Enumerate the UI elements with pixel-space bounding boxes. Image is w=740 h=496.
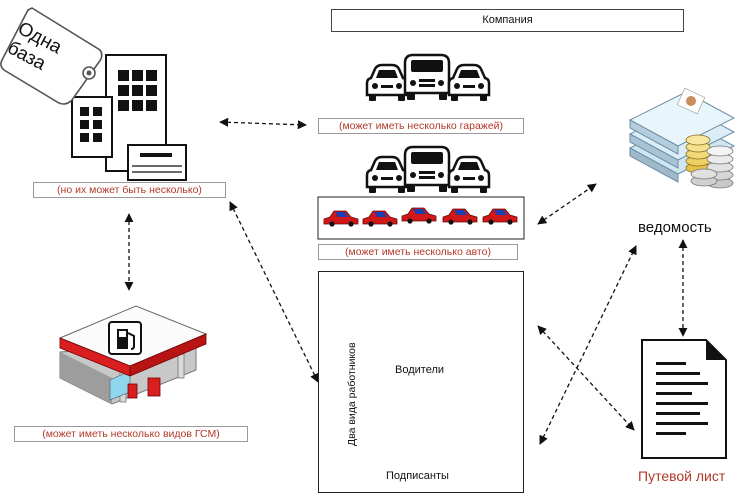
link-cars-statement: [537, 183, 597, 225]
fuel-note: (может иметь несколько видов ГСМ): [14, 426, 248, 442]
company-box: Компания: [331, 9, 684, 32]
staff-box: [318, 271, 524, 493]
statement-illustration: [628, 87, 736, 189]
cars-note: (может иметь несколько авто): [318, 244, 518, 260]
link-base-staff: [229, 201, 319, 383]
signers-label: Подписанты: [386, 470, 449, 482]
statement-label: ведомость: [638, 219, 712, 236]
link-base-garages: [219, 117, 307, 130]
link-staff-statement: [539, 245, 637, 445]
garages-note: (может иметь несколько гаражей): [318, 118, 524, 134]
company-title: Компания: [482, 14, 533, 26]
staff-title: Два вида работников: [346, 342, 358, 446]
waybill-document-icon: [641, 339, 727, 459]
base-note: (но их может быть несколько): [33, 182, 226, 198]
waybill-label: Путевой лист: [638, 468, 726, 484]
fleet-vehicles: [365, 145, 491, 195]
gas-station-illustration: [58, 305, 208, 405]
link-staff-waybill: [537, 325, 635, 431]
base-illustration: [0, 7, 187, 181]
garage-vehicles: [365, 53, 491, 103]
base-tag-icon: [0, 7, 103, 105]
drivers-label: Водители: [395, 364, 445, 376]
